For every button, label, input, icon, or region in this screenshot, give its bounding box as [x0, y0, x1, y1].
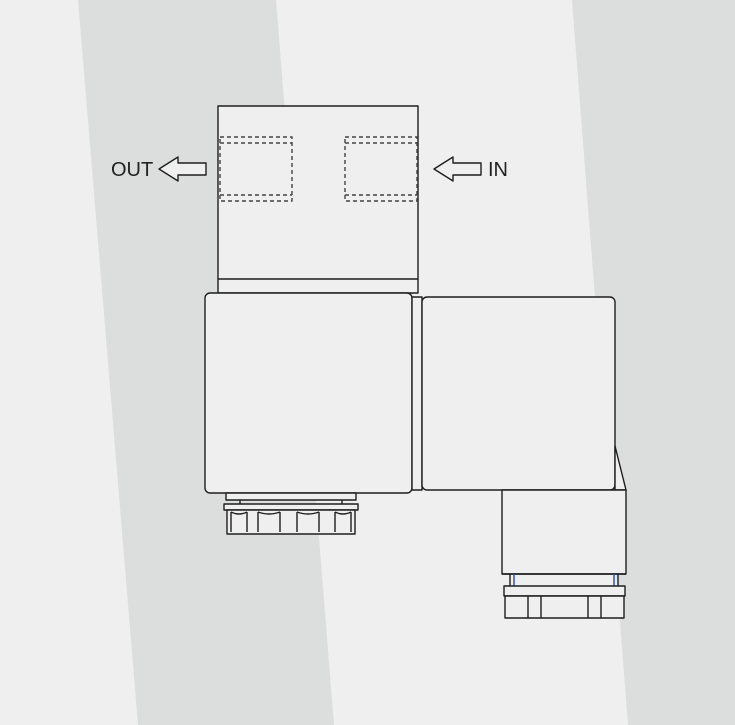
coil-nut	[223, 492, 359, 535]
background-band-right	[572, 0, 735, 725]
outlet-label: OUT	[111, 159, 153, 181]
plug-body	[501, 489, 627, 575]
coil-nut-collar	[225, 492, 357, 501]
inlet-port-hidden	[344, 136, 418, 202]
solenoid-coil	[204, 292, 627, 494]
arrow-left-outline-icon	[158, 156, 207, 182]
connector-plug	[501, 489, 627, 619]
connector-housing	[421, 296, 616, 491]
knurl-grip-2	[257, 511, 281, 532]
knurl-grip-4	[334, 511, 352, 532]
arrow-left-outline-icon	[433, 156, 482, 182]
coil-nut-knurl	[226, 509, 356, 535]
plug-flange	[503, 585, 626, 597]
coil-housing	[204, 292, 413, 494]
inlet-label: IN	[488, 159, 508, 181]
valve-body-block	[217, 105, 419, 294]
coil-nut-washer	[223, 503, 359, 511]
valve-body	[217, 105, 419, 294]
coil-spacer	[411, 296, 423, 491]
plug-grip	[504, 595, 625, 619]
outlet-port-hidden	[219, 136, 293, 202]
knurl-grip-3	[296, 511, 320, 532]
knurl-grip-1	[230, 511, 248, 532]
